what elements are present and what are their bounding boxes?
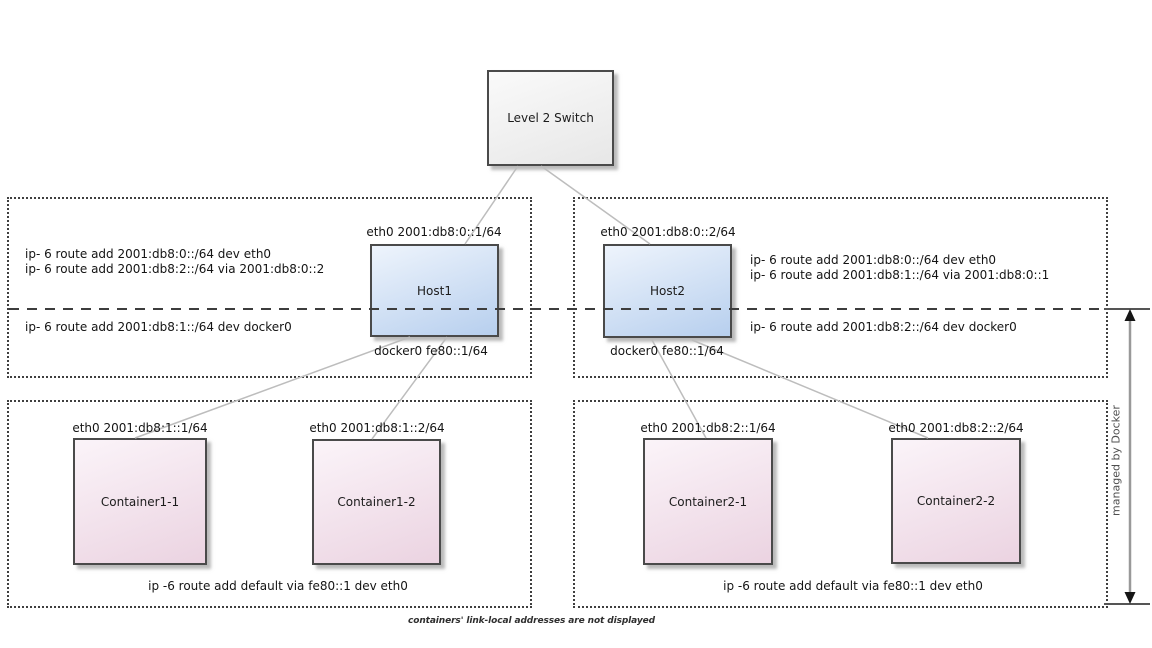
host1-lower-route: ip- 6 route add 2001:db8:1::/64 dev dock… bbox=[25, 320, 292, 335]
route-line: ip- 6 route add 2001:db8:2::/64 dev dock… bbox=[750, 320, 1017, 334]
host2-lower-route: ip- 6 route add 2001:db8:2::/64 dev dock… bbox=[750, 320, 1017, 335]
container2-2-label: Container2-2 bbox=[916, 494, 996, 508]
container1-1-node: Container1-1 bbox=[73, 438, 207, 565]
switch-label: Level 2 Switch bbox=[507, 111, 594, 125]
host2-eth0-label: eth0 2001:db8:0::2/64 bbox=[600, 225, 736, 239]
route-line: ip- 6 route add 2001:db8:1::/64 via 2001… bbox=[750, 268, 1050, 282]
host1-upper-routes: ip- 6 route add 2001:db8:0::/64 dev eth0… bbox=[25, 247, 324, 277]
host2-node: Host2 bbox=[603, 244, 732, 338]
managed-arrow-head-up bbox=[1124, 309, 1136, 321]
container2-2-eth0-label: eth0 2001:db8:2::2/64 bbox=[888, 421, 1024, 435]
route-line: ip- 6 route add 2001:db8:0::/64 dev eth0 bbox=[25, 247, 272, 261]
host1-node: Host1 bbox=[370, 244, 499, 337]
host1-label: Host1 bbox=[417, 283, 452, 298]
route-line: ip- 6 route add 2001:db8:1::/64 dev dock… bbox=[25, 320, 292, 334]
container2-1-label: Container2-1 bbox=[668, 494, 748, 509]
container1-2-label: Container1-2 bbox=[337, 495, 416, 509]
container2-2-node: Container2-2 bbox=[891, 438, 1021, 564]
host1-eth0-label: eth0 2001:db8:0::1/64 bbox=[366, 225, 502, 239]
host2-docker0-label: docker0 fe80::1/64 bbox=[610, 344, 724, 358]
footnote-caption: containers' link-local addresses are not… bbox=[408, 616, 655, 626]
container1-1-eth0-label: eth0 2001:db8:1::1/64 bbox=[72, 421, 208, 435]
container1-2-eth0-label: eth0 2001:db8:1::2/64 bbox=[309, 421, 445, 435]
route-line: ip- 6 route add 2001:db8:2::/64 via 2001… bbox=[25, 262, 325, 276]
container1-1-label: Container1-1 bbox=[100, 494, 180, 509]
host1-docker0-label: docker0 fe80::1/64 bbox=[374, 344, 488, 358]
host2-label: Host2 bbox=[650, 284, 685, 298]
managed-arrow-head-down bbox=[1124, 592, 1136, 604]
container1-2-node: Container1-2 bbox=[312, 439, 441, 565]
host2-upper-routes: ip- 6 route add 2001:db8:0::/64 dev eth0… bbox=[750, 253, 1049, 283]
managed-by-docker-label: managed by Docker bbox=[1109, 405, 1123, 516]
route-line: ip- 6 route add 2001:db8:0::/64 dev eth0 bbox=[750, 253, 997, 267]
level2-switch-node: Level 2 Switch bbox=[487, 70, 614, 166]
container-group2-default-route: ip -6 route add default via fe80::1 dev … bbox=[723, 579, 983, 593]
container2-1-node: Container2-1 bbox=[643, 438, 773, 565]
container-group1-default-route: ip -6 route add default via fe80::1 dev … bbox=[148, 579, 408, 593]
container2-1-eth0-label: eth0 2001:db8:2::1/64 bbox=[640, 421, 776, 435]
